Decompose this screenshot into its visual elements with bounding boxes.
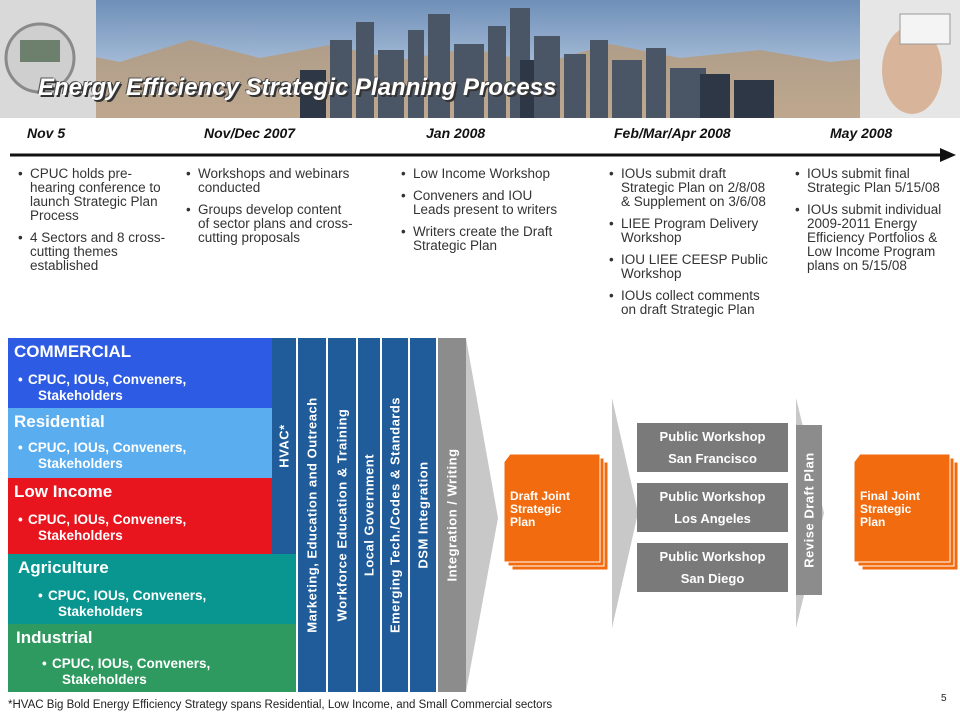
- milestone-item: Conveners and IOU Leads present to write…: [401, 189, 571, 217]
- hvac-label: HVAC*: [276, 424, 292, 468]
- timeline-date-2: Nov/Dec 2007: [204, 125, 296, 141]
- sector-participants: CPUC, IOUs, Conveners, Stakeholders: [38, 588, 207, 620]
- timeline-date-4: Feb/Mar/Apr 2008: [614, 125, 731, 141]
- flow-chevron: [466, 338, 498, 692]
- sector-participants-line: Stakeholders: [38, 388, 123, 403]
- milestone-item: LIEE Program Delivery Workshop: [609, 217, 773, 245]
- sector-participants: CPUC, IOUs, Conveners, Stakeholders: [42, 656, 211, 688]
- timeline-arrow: [10, 148, 956, 162]
- integration-bar: Integration / Writing: [438, 338, 466, 692]
- theme-label: Emerging Tech./Codes & Standards: [387, 396, 403, 634]
- sector-low-income: Low Income CPUC, IOUs, Conveners, Stakeh…: [8, 478, 272, 554]
- final-plan-document-icon: [853, 453, 959, 571]
- milestone-item: Groups develop content of sector plans a…: [186, 203, 356, 245]
- milestone-item: IOUs submit draft Strategic Plan on 2/8/…: [609, 167, 773, 209]
- workshop-los-angeles: Public Workshop Los Angeles: [637, 483, 788, 532]
- sector-name: Industrial: [16, 628, 93, 647]
- sector-residential: Residential CPUC, IOUs, Conveners, Stake…: [8, 408, 272, 478]
- workshop-title: Public Workshop: [659, 549, 766, 564]
- sector-participants-line: CPUC, IOUs, Conveners,: [48, 588, 207, 603]
- milestone-item: Workshops and webinars conducted: [186, 167, 356, 195]
- theme-label: DSM Integration: [415, 461, 431, 569]
- theme-bar-local-government: Local Government: [358, 338, 380, 692]
- timeline-date-1: Nov 5: [27, 125, 66, 141]
- milestone-item: CPUC holds pre-hearing conference to lau…: [18, 167, 166, 223]
- sector-participants: CPUC, IOUs, Conveners, Stakeholders: [18, 440, 187, 472]
- milestone-item: IOUs collect comments on draft Strategic…: [609, 289, 773, 317]
- theme-bar-dsm: DSM Integration: [410, 338, 436, 692]
- hvac-bar: HVAC*: [272, 338, 296, 554]
- sector-name: Agriculture: [18, 558, 109, 577]
- sector-participants: CPUC, IOUs, Conveners, Stakeholders: [18, 512, 187, 544]
- flow-chevron: [612, 398, 638, 628]
- sector-participants: CPUC, IOUs, Conveners, Stakeholders: [18, 372, 187, 404]
- workshop-city: San Diego: [680, 571, 745, 586]
- timeline-column-5: IOUs submit final Strategic Plan 5/15/08…: [795, 167, 945, 281]
- sector-agriculture: Agriculture CPUC, IOUs, Conveners, Stake…: [8, 554, 296, 624]
- theme-bar-emerging-tech: Emerging Tech./Codes & Standards: [382, 338, 408, 692]
- sector-participants-line: Stakeholders: [58, 604, 143, 619]
- sector-participants-line: CPUC, IOUs, Conveners,: [28, 372, 187, 387]
- milestone-item: 4 Sectors and 8 cross-cutting themes est…: [18, 231, 166, 273]
- sector-participants-line: Stakeholders: [62, 672, 147, 687]
- draft-plan-label: Draft Joint Strategic Plan: [510, 489, 570, 529]
- sector-commercial: COMMERCIAL CPUC, IOUs, Conveners, Stakeh…: [8, 338, 272, 408]
- sector-participants-line: CPUC, IOUs, Conveners,: [28, 512, 187, 527]
- timeline-column-3: Low Income Workshop Conveners and IOU Le…: [401, 167, 571, 261]
- milestone-item: IOUs submit final Strategic Plan 5/15/08: [795, 167, 945, 195]
- page-number: 5: [941, 693, 947, 704]
- workshop-city: Los Angeles: [674, 511, 751, 526]
- page-title: Energy Efficiency Strategic Planning Pro…: [38, 74, 557, 101]
- timeline-column-4: IOUs submit draft Strategic Plan on 2/8/…: [609, 167, 773, 325]
- sector-participants-line: Stakeholders: [38, 456, 123, 471]
- workshop-city: San Francisco: [668, 451, 757, 466]
- sector-name: Low Income: [14, 482, 113, 501]
- sector-participants-line: CPUC, IOUs, Conveners,: [28, 440, 187, 455]
- theme-label: Marketing, Education and Outreach: [304, 397, 320, 633]
- timeline-date-3: Jan 2008: [426, 125, 486, 141]
- revise-draft-bar: Revise Draft Plan: [796, 425, 822, 595]
- footnote: *HVAC Big Bold Energy Efficiency Strateg…: [8, 699, 553, 711]
- sector-participants-line: CPUC, IOUs, Conveners,: [52, 656, 211, 671]
- final-plan-label: Final Joint Strategic Plan: [860, 489, 920, 529]
- workshop-title: Public Workshop: [659, 429, 766, 444]
- milestone-item: IOU LIEE CEESP Public Workshop: [609, 253, 773, 281]
- theme-bar-marketing: Marketing, Education and Outreach: [298, 338, 326, 692]
- milestone-item: Low Income Workshop: [401, 167, 571, 182]
- milestone-item: Writers create the Draft Strategic Plan: [401, 225, 571, 253]
- workshop-san-francisco: Public Workshop San Francisco: [637, 423, 788, 472]
- revise-label: Revise Draft Plan: [801, 452, 817, 568]
- sector-name: COMMERCIAL: [14, 342, 132, 361]
- sector-participants-line: Stakeholders: [38, 528, 123, 543]
- theme-label: Workforce Education & Training: [334, 408, 350, 622]
- timeline-column-1: CPUC holds pre-hearing conference to lau…: [18, 167, 166, 281]
- workshop-san-diego: Public Workshop San Diego: [637, 543, 788, 592]
- sector-name: Residential: [14, 412, 105, 431]
- draft-plan-document-icon: [503, 453, 609, 571]
- milestone-item: IOUs submit individual 2009-2011 Energy …: [795, 203, 945, 273]
- sector-industrial: Industrial CPUC, IOUs, Conveners, Stakeh…: [8, 624, 296, 692]
- header-banner: [0, 0, 960, 118]
- integration-label: Integration / Writing: [444, 448, 460, 582]
- workshop-title: Public Workshop: [659, 489, 766, 504]
- timeline-date-5: May 2008: [830, 125, 893, 141]
- theme-label: Local Government: [361, 453, 377, 577]
- theme-bar-workforce: Workforce Education & Training: [328, 338, 356, 692]
- timeline-column-2: Workshops and webinars conducted Groups …: [186, 167, 356, 253]
